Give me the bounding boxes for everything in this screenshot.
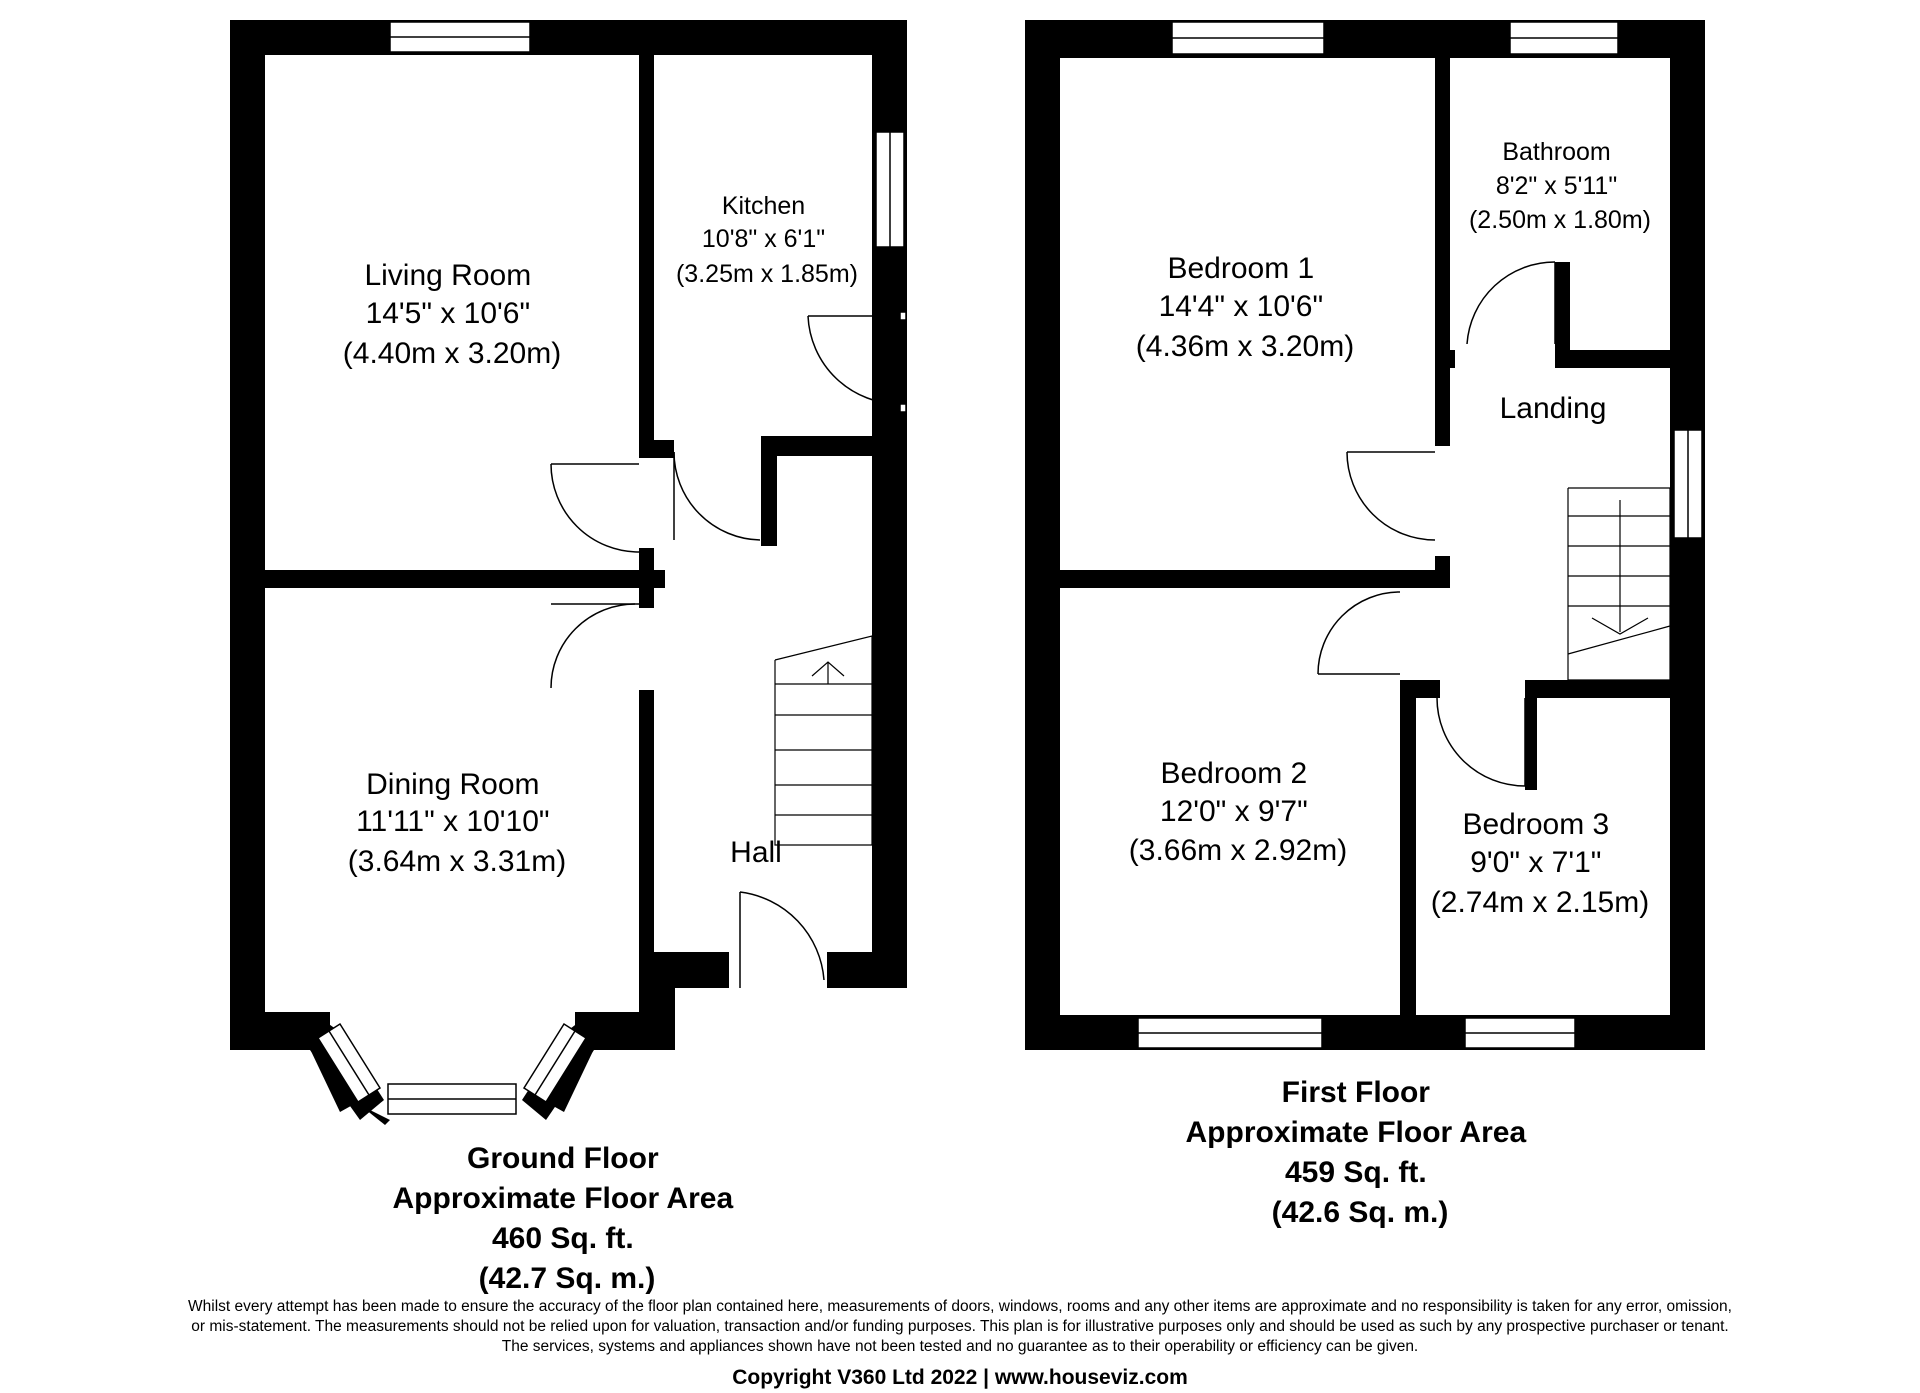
bedroom-2-imperial: 12'0" x 9'7" (1160, 795, 1308, 828)
disclaimer-line-2: or mis-statement. The measurements shoul… (191, 1318, 1729, 1335)
svg-text:Ground Floor Approximate: Ground Floor Approximate Floor Area 460 … (393, 1142, 742, 1295)
svg-text:Bathroom 8'2" x 5'11": Bathroom 8'2" x 5'11" (2.50m x 1.80m) (1469, 138, 1651, 234)
svg-text:First Floor Approximate: First Floor Approximate Floor Area 459 S… (1186, 1076, 1535, 1229)
first-floor-doors (1317, 261, 1556, 787)
ground-floor-title: Ground Floor (467, 1142, 659, 1175)
first-floor-sqm: (42.6 Sq. m.) (1272, 1196, 1449, 1229)
bedroom-1-imperial: 14'4" x 10'6" (1159, 290, 1324, 323)
svg-text:Kitchen 10'8" x 6'1": Kitchen 10'8" x 6'1" (3.25m x 1.85m) (676, 192, 858, 288)
copyright-notice: Copyright V360 Ltd 2022 | www.houseviz.c… (732, 1366, 1188, 1389)
disclaimer: Whilst every attempt has been made to en… (30, 1297, 1890, 1357)
landing-name: Landing (1500, 392, 1607, 425)
svg-text:Bedroom 3 9'0" x 7'1": Bedroom 3 9'0" x 7'1" (2.74m x 2.15m) (1431, 808, 1649, 919)
bedroom-3-metric: (2.74m x 2.15m) (1431, 886, 1649, 919)
bathroom-name: Bathroom (1502, 138, 1610, 166)
kitchen-metric: (3.25m x 1.85m) (676, 260, 858, 288)
living-room-metric: (4.40m x 3.20m) (343, 337, 561, 370)
ground-floor-sqm: (42.7 Sq. m.) (479, 1262, 656, 1295)
dining-room-metric: (3.64m x 3.31m) (348, 845, 566, 878)
bathroom-metric: (2.50m x 1.80m) (1469, 206, 1651, 234)
bedroom-2-name: Bedroom 2 (1160, 757, 1307, 790)
dining-room-imperial: 11'11" x 10'10" (356, 805, 549, 838)
dining-room-name: Dining Room (366, 768, 539, 801)
bedroom-3-imperial: 9'0" x 7'1" (1470, 846, 1601, 879)
ground-floor-sqft: 460 Sq. ft. (492, 1222, 634, 1255)
first-floor-title: First Floor (1282, 1076, 1431, 1109)
ground-floor-stairs (774, 635, 873, 846)
svg-text:Bedroom 2 12'0" x 9'7": Bedroom 2 12'0" x 9'7" (3.66m x 2.92m) (1129, 757, 1347, 867)
ground-floor-subtitle: Approximate Floor Area (393, 1182, 734, 1215)
svg-text:Dining Room 11'11" x 10': Dining Room 11'11" x 10'10" (3.64m x 3.3… (348, 768, 566, 878)
ground-floor-doors (550, 311, 907, 988)
ground-floor-walls (230, 20, 907, 1125)
kitchen-imperial: 10'8" x 6'1" (702, 225, 825, 253)
living-room-imperial: 14'5" x 10'6" (366, 297, 531, 330)
living-room-name: Living Room (364, 259, 531, 292)
bedroom-1-name: Bedroom 1 (1167, 252, 1314, 285)
first-floor-sqft: 459 Sq. ft. (1285, 1156, 1427, 1189)
kitchen-name: Kitchen (722, 192, 805, 220)
bedroom-3-name: Bedroom 3 (1462, 808, 1609, 841)
bathroom-imperial: 8'2" x 5'11" (1496, 172, 1617, 200)
svg-text:Living Room 14'5" x 10'6: Living Room 14'5" x 10'6" (4.40m x 3.20m… (343, 259, 561, 370)
first-floor-windows (1137, 21, 1703, 1049)
svg-text:Bedroom 1 14'4" x 10'6": Bedroom 1 14'4" x 10'6" (4.36m x 3.20m) (1136, 252, 1354, 363)
disclaimer-line-1: Whilst every attempt has been made to en… (188, 1298, 1732, 1315)
first-floor-subtitle: Approximate Floor Area (1186, 1116, 1527, 1149)
ground-floor-plan: Living Room 14'5" x 10'6" (4.40m x 3.20m… (230, 20, 907, 1295)
first-floor-stairs (1567, 487, 1671, 681)
first-floor-plan: Bedroom 1 14'4" x 10'6" (4.36m x 3.20m) … (1025, 20, 1705, 1229)
disclaimer-line-3: The services, systems and appliances sho… (501, 1338, 1419, 1355)
bedroom-2-metric: (3.66m x 2.92m) (1129, 834, 1347, 867)
bedroom-1-metric: (4.36m x 3.20m) (1136, 330, 1354, 363)
hall-name: Hall (730, 836, 782, 869)
ground-floor-windows (300, 21, 905, 1115)
